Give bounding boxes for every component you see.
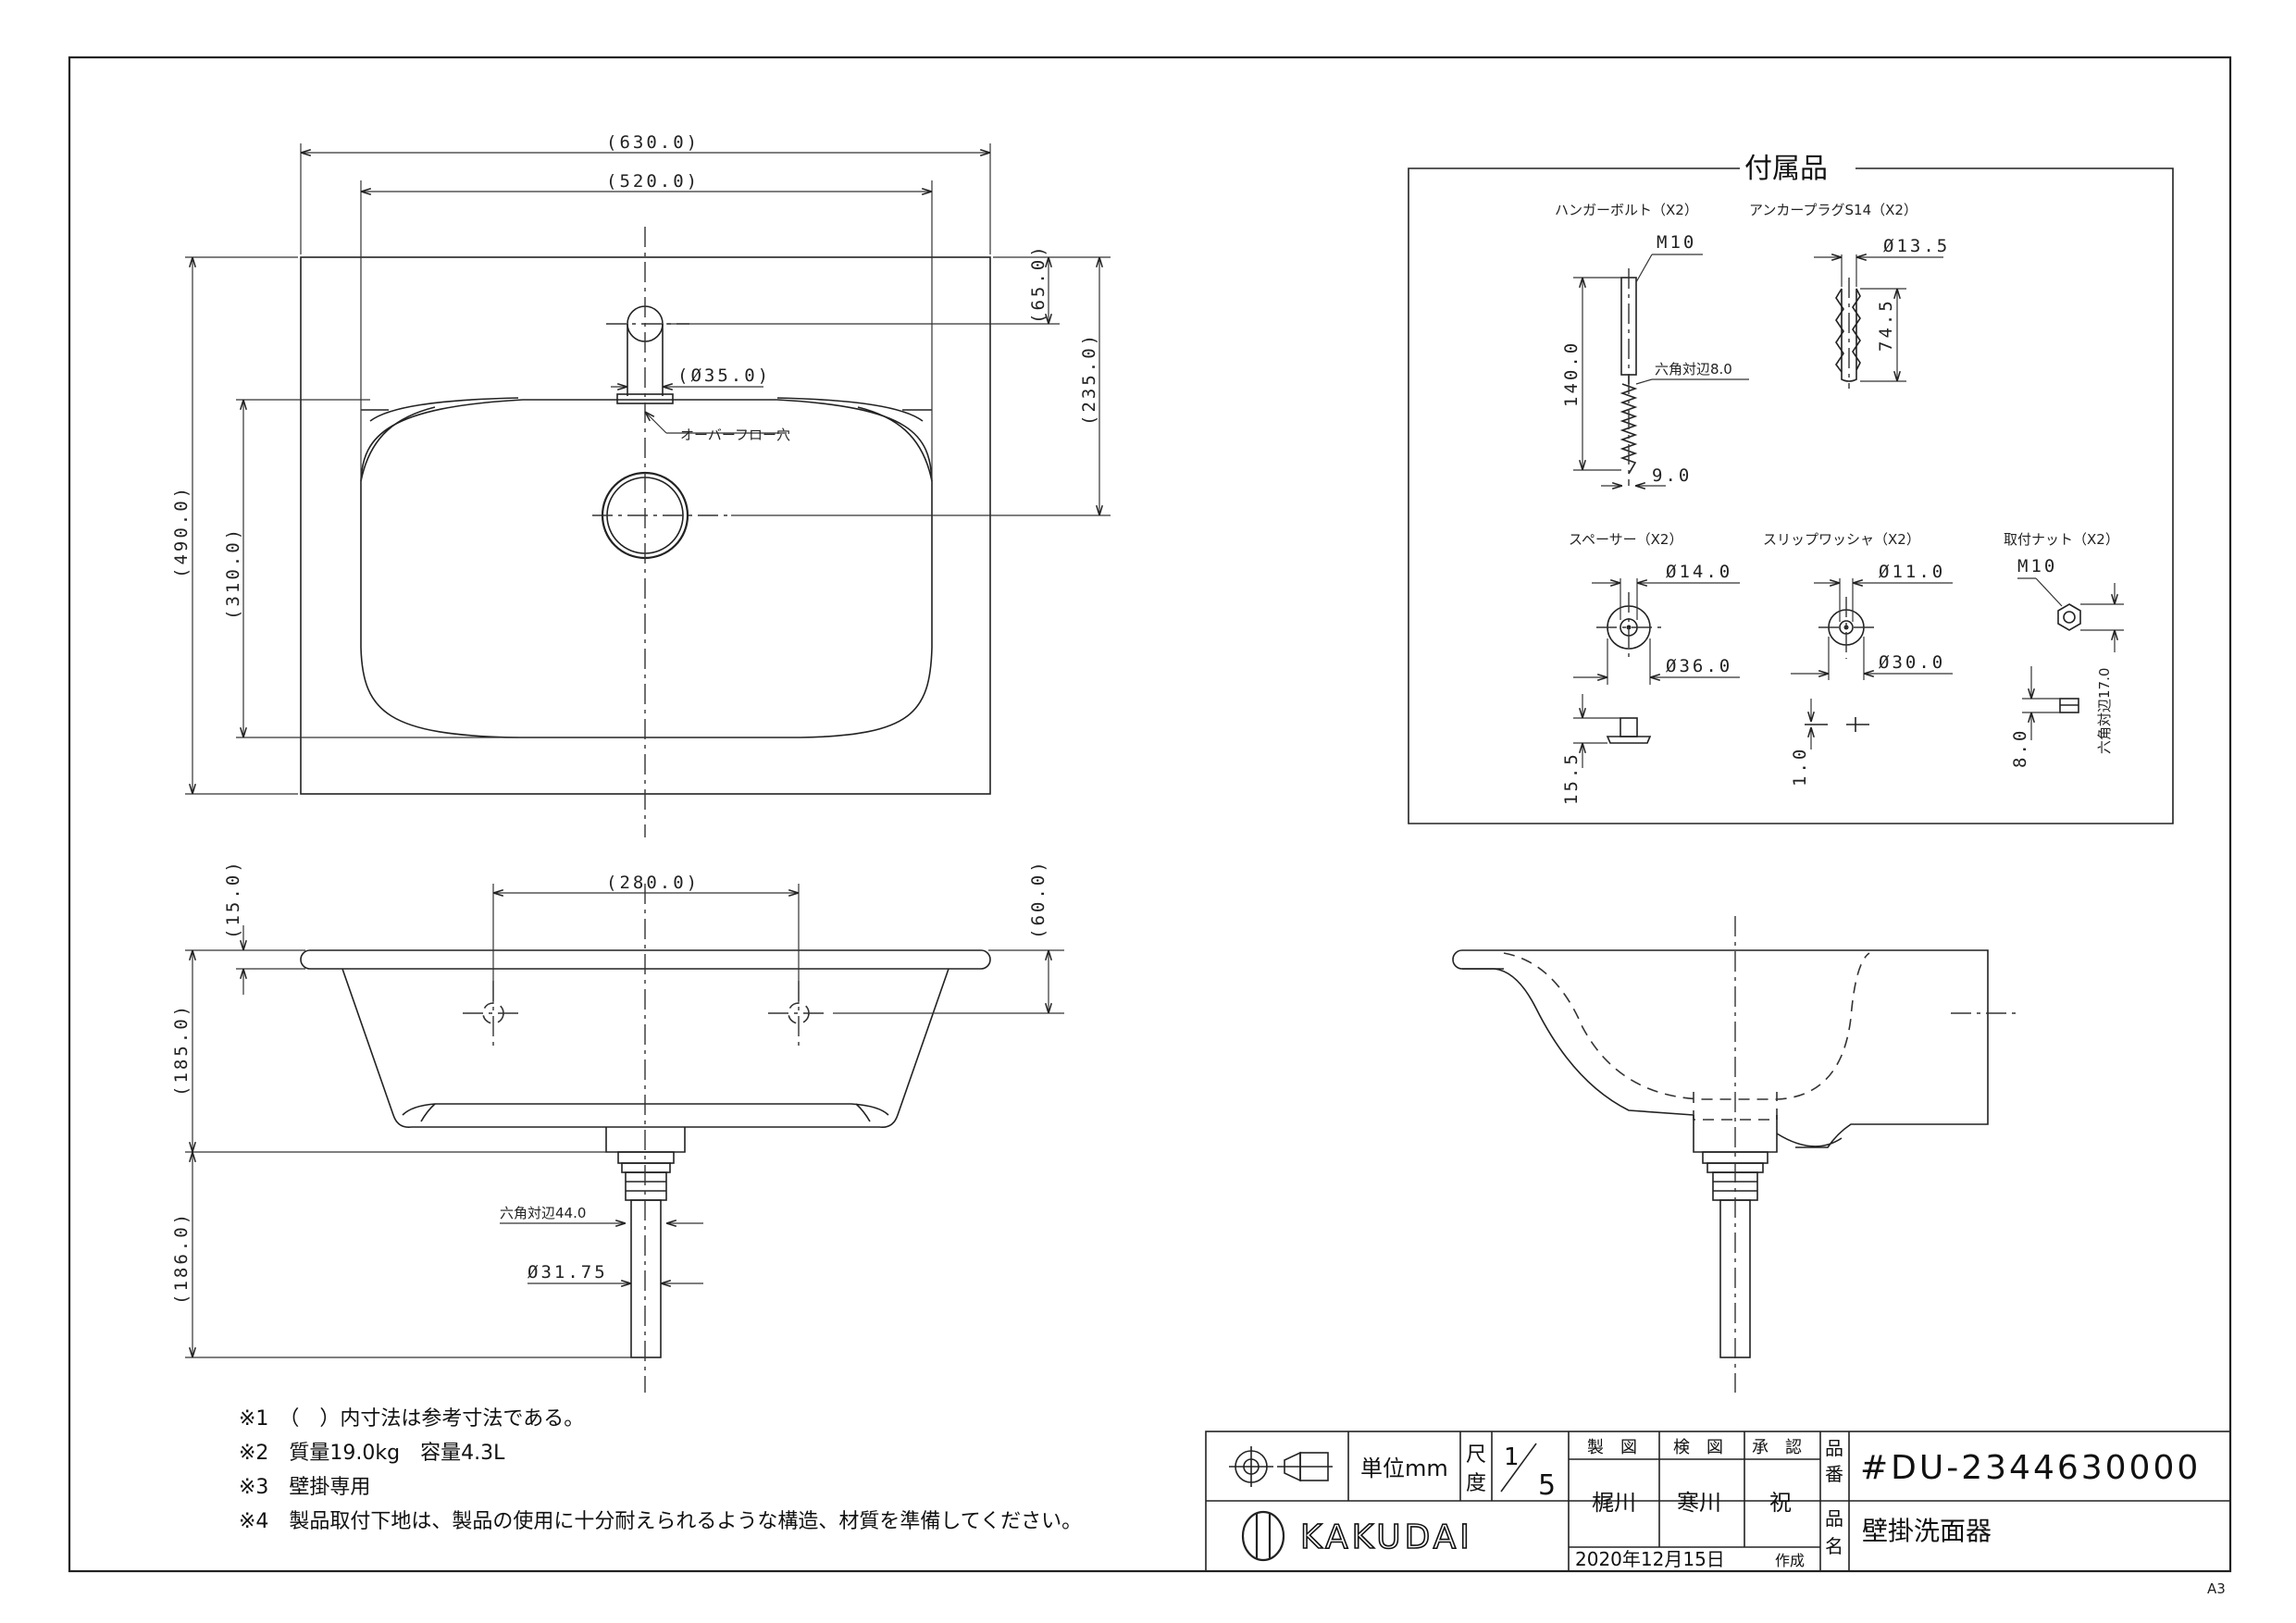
note-1: ※1 （ ）内寸法は参考寸法である。 [239, 1407, 584, 1431]
slip-washer-thickness-dim: 1.0 [1790, 747, 1810, 787]
anchor-plug-diameter: Ø13.5 [1883, 236, 1950, 256]
sheet-border [68, 56, 2232, 1573]
top-view: (630.0) (520.0) (490.0) (310.0) (65.0) (… [171, 132, 1111, 837]
dim-overall-depth: (490.0) [171, 485, 192, 578]
slip-washer-label: スリップワッシャ（X2） [1763, 531, 1920, 548]
kakudai-logo: KAKUDAI [1241, 1510, 1473, 1562]
hanger-bolt-shank [1620, 277, 1637, 376]
scale-numerator: 1 [1504, 1443, 1520, 1471]
checked-by: 寒川 [1677, 1490, 1721, 1516]
scale-label-1: 尺 [1466, 1443, 1486, 1467]
anchor-plug-body [1841, 288, 1861, 382]
dim-drain-offset: (235.0) [1079, 332, 1099, 426]
part-no-head-2: 番 [1825, 1463, 1843, 1485]
deck-curve-left [369, 397, 519, 422]
anchor-plug-label: アンカープラグS14（X2） [1749, 202, 1917, 218]
rim [300, 949, 991, 970]
overflow-label: オーバーフロー穴 [680, 427, 790, 443]
hanger-bolt-tip: 9.0 [1652, 465, 1692, 486]
notes: ※1 （ ）内寸法は参考寸法である。 ※2 質量19.0kg 容量4.3L ※3… [239, 1407, 1082, 1533]
created-label: 作成 [1775, 1552, 1805, 1569]
dim-hex-width: 六角対辺44.0 [500, 1205, 586, 1221]
dim-bowl-depth: (310.0) [223, 527, 243, 620]
nut-hex-dim: 六角対辺17.0 [2096, 668, 2113, 754]
name-head-1: 品 [1825, 1507, 1843, 1530]
title-block: 単位mm 尺 度 1 5 製 図 検 図 承 認 梶川 寒川 祝 2020年12… [1205, 1431, 2231, 1572]
note-2: ※2 質量19.0kg 容量4.3L [239, 1442, 505, 1465]
nut-thread: M10 [2017, 556, 2057, 576]
deck-curve-right [776, 397, 924, 422]
nut-label: 取付ナット（X2） [2004, 531, 2119, 548]
anchor-plug-length: 74.5 [1876, 298, 1896, 352]
unit-label: 単位mm [1360, 1456, 1448, 1481]
bowl-body [341, 968, 949, 1129]
brand-logotype: KAKUDAI [1300, 1518, 1473, 1556]
accessories-box: 付属品 ハンガーボルト（X2） M10 140.0 六角対辺8.0 9.0 アン… [1408, 153, 2174, 824]
note-3: ※3 壁掛専用 [239, 1476, 370, 1499]
checked-head: 検 図 [1673, 1438, 1723, 1457]
dim-faucet-offset: (65.0) [1028, 243, 1049, 324]
product-name: 壁掛洗面器 [1862, 1516, 1992, 1546]
created-date: 2020年12月15日 [1575, 1548, 1725, 1570]
dim-faucet-hole: (Ø35.0) [677, 365, 771, 386]
bowl-outline [360, 399, 933, 738]
hanger-bolt-hex: 六角対辺8.0 [1655, 361, 1732, 378]
spacer-inner-dim: Ø14.0 [1666, 562, 1732, 582]
slip-washer-outer-dim: Ø30.0 [1879, 652, 1945, 673]
dim-hanger-height: (60.0) [1028, 859, 1049, 939]
part-number: #DU-2344630000 [1860, 1449, 2201, 1487]
side-bowl-hidden [1503, 952, 1870, 1100]
hanger-bolt-length: 140.0 [1561, 341, 1582, 407]
part-no-head-1: 品 [1825, 1437, 1843, 1459]
dim-trap-height: (186.0) [171, 1211, 192, 1305]
hex-nut [625, 1171, 667, 1201]
dim-overall-width: (630.0) [606, 132, 700, 153]
spacer-label: スペーサー（X2） [1569, 531, 1682, 548]
spacer-outer-dim: Ø36.0 [1666, 656, 1732, 676]
hanger-bolt-thread: M10 [1657, 232, 1696, 253]
nut-height-dim: 8.0 [2010, 728, 2030, 768]
drawn-head: 製 図 [1587, 1438, 1637, 1457]
front-view: (280.0) (15.0) (60.0) (185.0) (186.0) 六角… [171, 859, 1064, 1393]
spacer-side [1620, 717, 1638, 737]
scale-denominator: 5 [1538, 1469, 1556, 1502]
name-head-2: 名 [1825, 1535, 1843, 1557]
note-4: ※4 製品取付下地は、製品の使用に十分耐えられるような構造、材質を準備してくださ… [239, 1510, 1082, 1533]
slip-washer-inner-dim: Ø11.0 [1879, 562, 1945, 582]
dim-inner-width: (520.0) [606, 171, 700, 192]
dim-rim-thickness: (15.0) [223, 859, 243, 939]
tail-pipe [630, 1199, 662, 1358]
accessories-title: 付属品 [1744, 153, 1828, 185]
dim-pipe-diameter: Ø31.75 [527, 1262, 608, 1282]
drawn-by: 梶川 [1592, 1490, 1636, 1516]
sheet-size-mark: A3 [2207, 1580, 2226, 1597]
hanger-bolt-screw [1620, 383, 1638, 475]
side-view [1452, 916, 2017, 1393]
spacer-height-dim: 15.5 [1561, 751, 1582, 805]
nut-hex [2057, 603, 2081, 631]
hanger-bolt-label: ハンガーボルト（X2） [1555, 202, 1698, 218]
side-rim [1462, 949, 1989, 1148]
dim-bowl-height: (185.0) [171, 1003, 192, 1096]
scale-label-2: 度 [1466, 1472, 1486, 1495]
dim-hanger-spacing: (280.0) [606, 873, 700, 893]
approved-by: 祝 [1769, 1490, 1792, 1516]
projection-symbol [1229, 1446, 1333, 1487]
approved-head: 承 認 [1752, 1438, 1802, 1457]
